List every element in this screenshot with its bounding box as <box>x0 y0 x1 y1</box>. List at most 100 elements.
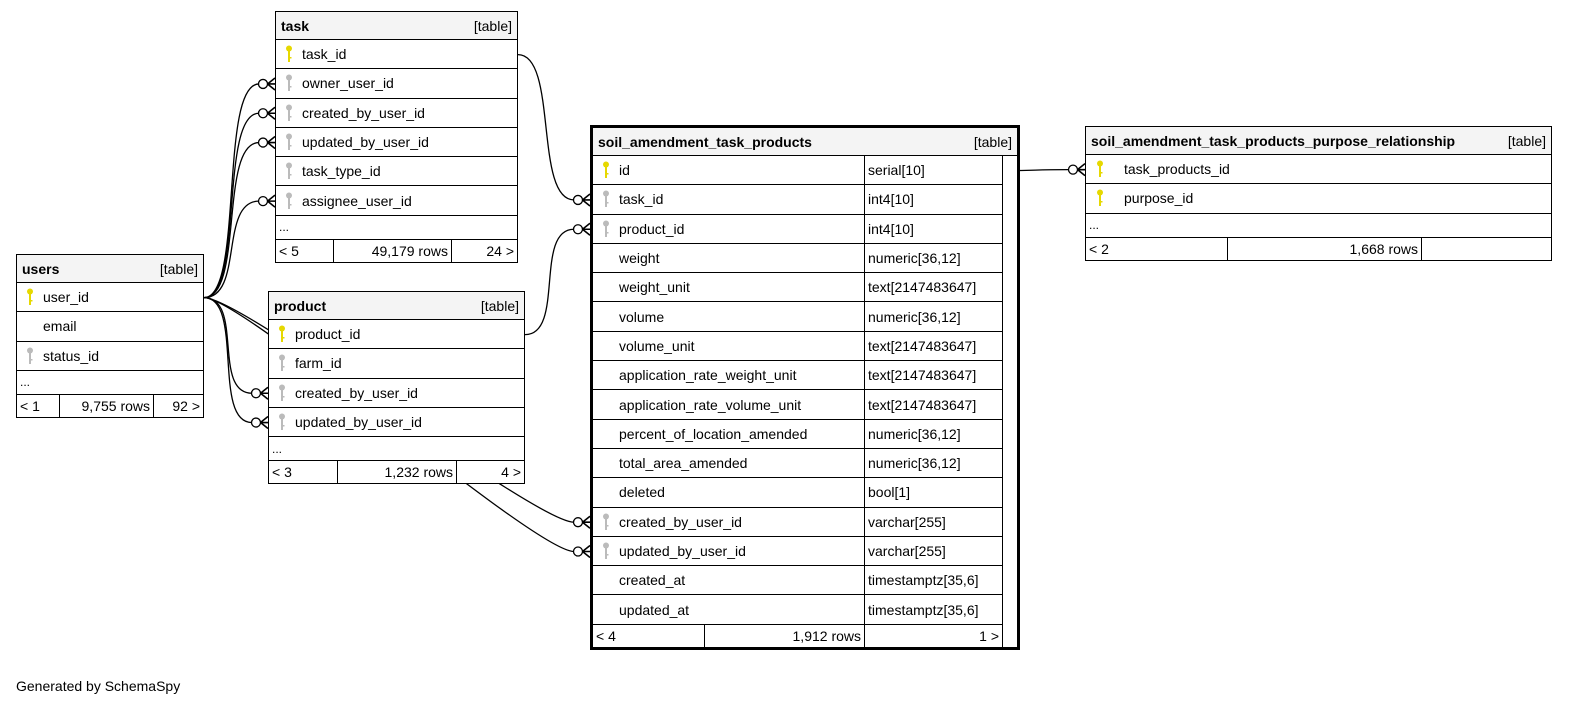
primary-key-icon <box>593 161 619 179</box>
column-name: farm_id <box>295 355 342 372</box>
primary-key-icon <box>1086 189 1114 207</box>
column-row-created-by-user-id[interactable]: created_by_user_id <box>269 379 524 408</box>
table-name[interactable]: users <box>22 260 60 277</box>
table-kind: [table] <box>973 133 1012 150</box>
column-name: updated_by_user_id <box>619 543 746 559</box>
column-name: created_by_user_id <box>302 104 425 121</box>
parents-count[interactable]: < 2 <box>1086 237 1228 260</box>
column-row-email[interactable]: email <box>17 312 203 342</box>
column-type: timestamptz[35,6] <box>864 595 1002 624</box>
crows-foot-many-marker <box>267 77 276 91</box>
column-name: weight <box>619 250 660 267</box>
table-name[interactable]: soil_amendment_task_products_purpose_rel… <box>1091 132 1456 149</box>
crows-foot-many-marker <box>267 135 276 150</box>
parents-count[interactable]: < 1 <box>17 394 60 417</box>
zero-optional-marker <box>257 137 269 148</box>
zero-optional-marker <box>572 224 584 235</box>
crows-foot-many-marker <box>582 193 591 207</box>
zero-optional-marker <box>572 517 584 528</box>
column-row-product-id[interactable]: product_id <box>269 320 524 350</box>
table-name[interactable]: task <box>281 17 310 34</box>
more-columns[interactable]: ... <box>1086 214 1551 238</box>
column-row-user-id[interactable]: user_id <box>17 283 203 313</box>
children-count[interactable]: 24 > <box>486 242 514 259</box>
column-row-assignee-user-id[interactable]: assignee_user_id <box>276 186 517 216</box>
primary-key-icon <box>269 325 295 343</box>
column-name: created_at <box>619 572 686 589</box>
column-row-farm-id[interactable]: farm_id <box>269 349 524 379</box>
column-row-purpose-id[interactable]: purpose_id <box>1086 184 1551 214</box>
column-name: updated_at <box>619 601 690 618</box>
column-type: text[2147483647] <box>864 273 1002 302</box>
primary-key-icon <box>1086 160 1114 178</box>
zero-optional-marker <box>250 417 262 428</box>
table-header: soil_amendment_task_products [table] <box>593 128 1017 156</box>
table-name[interactable]: soil_amendment_task_products <box>598 133 812 150</box>
children-count[interactable]: 4 > <box>501 464 521 481</box>
column-name: updated_by_user_id <box>302 134 429 151</box>
column-row-updated-by-user-id[interactable]: updated_by_user_id <box>276 128 517 158</box>
foreign-key-icon <box>269 384 295 402</box>
column-row-owner-user-id[interactable]: owner_user_id <box>276 69 517 99</box>
column-name: status_id <box>43 347 100 364</box>
children-count[interactable]: 92 > <box>172 397 200 414</box>
more-columns[interactable]: ... <box>276 216 517 240</box>
column-row-updated-by-user-id[interactable]: updated_by_user_id <box>269 408 524 438</box>
more-columns[interactable]: ... <box>269 437 524 462</box>
table-name[interactable]: product <box>274 297 327 314</box>
table-purpose-relationship[interactable]: soil_amendment_task_products_purpose_rel… <box>1085 126 1552 261</box>
column-name: assignee_user_id <box>302 192 412 209</box>
column-row-task-products-id[interactable]: task_products_id <box>1086 155 1551 185</box>
foreign-key-icon <box>17 347 43 365</box>
crows-foot-many-marker <box>582 544 591 559</box>
column-row-task-id[interactable]: task_id <box>276 40 517 70</box>
column-row-status-id[interactable]: status_id <box>17 342 203 371</box>
row-count: 49,179 rows <box>334 239 452 262</box>
parents-count[interactable]: < 3 <box>269 461 338 484</box>
more-columns[interactable]: ... <box>17 371 203 395</box>
parents-count[interactable]: < 5 <box>276 239 334 262</box>
column-row-updated-at[interactable]: updated_at timestamptz[35,6] <box>593 595 1002 625</box>
column-name: task_products_id <box>1124 161 1230 178</box>
foreign-key-icon <box>593 190 619 208</box>
table-kind: [table] <box>480 297 519 314</box>
column-row-created-by-user-id[interactable]: created_by_user_id <box>276 99 517 128</box>
table-footer: < 4 1,912 rows 1 > <box>593 624 1002 647</box>
column-name: owner_user_id <box>302 75 394 92</box>
primary-key-icon <box>276 45 302 63</box>
column-name: task_id <box>302 46 347 63</box>
zero-optional-marker <box>572 546 584 557</box>
crows-foot-many-marker <box>260 415 269 430</box>
crows-foot-many-marker <box>267 106 276 120</box>
generated-by-note: Generated by SchemaSpy <box>16 678 181 694</box>
zero-optional-marker <box>1067 164 1079 175</box>
table-header: product [table] <box>269 292 524 320</box>
column-type: text[2147483647] <box>864 331 1002 361</box>
column-row-task-type-id[interactable]: task_type_id <box>276 157 517 187</box>
children-count[interactable] <box>1422 238 1551 260</box>
parents-count[interactable]: < 4 <box>593 624 705 647</box>
children-count[interactable]: 1 > <box>979 627 999 644</box>
crows-foot-many-marker <box>267 194 276 208</box>
relationship-line <box>203 200 260 299</box>
column-type: numeric[36,12] <box>864 419 1002 448</box>
